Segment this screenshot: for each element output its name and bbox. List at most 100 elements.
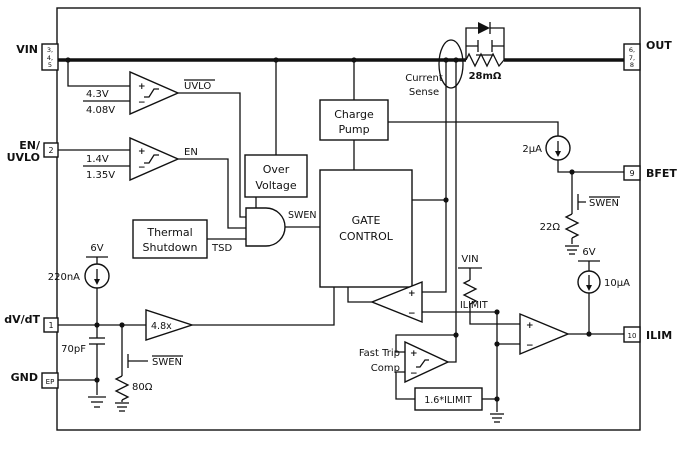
- pin-dvdt-number: 1: [48, 321, 53, 330]
- tsd-signal-label: TSD: [211, 243, 232, 254]
- ground-icon: [115, 402, 129, 412]
- body-diode-icon: [478, 22, 490, 34]
- ground-icon: [88, 396, 106, 408]
- sense-resistor-value: 28mΩ: [469, 71, 502, 82]
- ground-icon: [565, 245, 579, 255]
- en-comparator: + − 1.4V 1.35V EN: [86, 136, 198, 182]
- current-sense-label: Current: [405, 73, 443, 84]
- ref-multiplier-label: 1.6*ILIMIT: [424, 395, 472, 406]
- resistor-icon: [564, 213, 580, 244]
- ref-multiplier-box: [414, 387, 483, 411]
- plus-sign: +: [526, 321, 534, 331]
- minus-sign: −: [138, 98, 146, 108]
- plus-sign: +: [138, 82, 146, 92]
- svg-text:Shutdown: Shutdown: [143, 241, 198, 254]
- svg-text:Pump: Pump: [338, 123, 369, 136]
- pin-out-label: OUT: [646, 39, 672, 52]
- current-sense: Current Sense: [405, 39, 464, 98]
- thermal-shutdown-label: Thermal: [146, 226, 192, 239]
- wires: [58, 52, 624, 412]
- fast-trip-label: Fast Trip: [359, 348, 400, 359]
- hysteresis-icon: [416, 359, 429, 368]
- swen-dvdt-label: SWEN: [152, 357, 182, 368]
- ilimit-net-label: ILIMIT: [460, 300, 488, 311]
- and-gate: SWEN: [245, 207, 317, 247]
- arrow-down-icon: [94, 279, 100, 285]
- svg-text:Sense: Sense: [409, 87, 439, 98]
- plus-sign: +: [138, 147, 146, 157]
- plus-sign: +: [408, 289, 416, 299]
- bfet-branch: 2µA SWEN 22Ω: [522, 135, 620, 255]
- pin-ilim: 10 ILIM: [623, 326, 672, 343]
- charge-pump-label: Charge: [334, 108, 374, 121]
- uvlo-falling-threshold: 4.08V: [86, 105, 115, 116]
- svg-text:7,: 7,: [629, 54, 635, 62]
- pin-vin-label: VIN: [16, 43, 38, 56]
- svg-text:Comp: Comp: [371, 363, 400, 374]
- hysteresis-icon: [144, 154, 159, 164]
- ground-icon: [490, 413, 504, 423]
- capacitor-icon: [89, 337, 105, 345]
- charge-pump-block: Charge Pump: [319, 99, 389, 141]
- svg-text:Voltage: Voltage: [255, 179, 296, 192]
- pin-en-uvlo: 2 EN/ UVLO: [7, 139, 59, 164]
- pin-ilim-number: 10: [628, 332, 637, 340]
- uvlo-rising-threshold: 4.3V: [86, 89, 109, 100]
- thermal-shutdown-block: Thermal Shutdown TSD: [132, 219, 232, 259]
- pin-ilim-label: ILIM: [646, 329, 672, 342]
- arrow-down-icon: [555, 151, 561, 157]
- pin-en-number: 2: [48, 146, 53, 155]
- pin-en-label: EN/: [19, 139, 41, 152]
- gate-control-block: GATE CONTROL: [319, 169, 413, 288]
- pin-dvdt: 1 dV/dT: [4, 313, 59, 333]
- en-rising-threshold: 1.4V: [86, 154, 109, 165]
- sense-tap-a: [422, 60, 447, 293]
- bfet-resistor-value: 22Ω: [540, 222, 561, 233]
- over-voltage-label: Over: [263, 163, 290, 176]
- sense-tap-b: [395, 60, 457, 353]
- ilim-amp: VIN + − 6V 10µA: [458, 247, 630, 356]
- uvlo-signal-label: UVLO: [184, 81, 211, 92]
- svg-text:8: 8: [630, 61, 634, 69]
- pin-bfet-label: BFET: [646, 167, 677, 180]
- dvdt-resistor-value: 80Ω: [132, 382, 153, 393]
- minus-sign: −: [138, 163, 146, 173]
- en-signal-label: EN: [184, 147, 198, 158]
- main-fet: 28mΩ: [465, 22, 505, 82]
- swen-bfet-label: SWEN: [589, 198, 619, 209]
- vin-ref-label: VIN: [461, 254, 478, 265]
- resistor-icon: [114, 375, 130, 401]
- minus-sign: −: [408, 309, 416, 319]
- pin-out: 6, 7, 8 OUT: [623, 39, 672, 71]
- gain-amp: [145, 309, 195, 341]
- supply-6v-label: 6V: [582, 247, 595, 258]
- dvdt-branch: 6V 220nA 70pF SWEN 80Ω 4.8x: [48, 243, 195, 412]
- and-gate-icon: [245, 207, 286, 247]
- gate-control-label: GATE: [352, 214, 381, 227]
- svg-text:CONTROL: CONTROL: [339, 230, 394, 243]
- pin-bfet-number: 9: [629, 169, 634, 178]
- pin-gnd-number: EP: [46, 378, 55, 386]
- pin-gnd: EP GND: [11, 371, 59, 389]
- mosfet-icon: [121, 350, 148, 372]
- sense-resistor-icon: [465, 52, 505, 68]
- pin-gnd-label: GND: [11, 371, 38, 384]
- dvdt-cap-value: 70pF: [61, 344, 86, 355]
- pin-out-numbers: 6,: [629, 46, 635, 54]
- bfet-current-value: 2µA: [522, 144, 542, 155]
- en-falling-threshold: 1.35V: [86, 170, 115, 181]
- uvlo-comparator: + − 4.3V 4.08V UVLO: [86, 70, 215, 116]
- minus-sign: −: [526, 341, 534, 351]
- dvdt-current-value: 220nA: [48, 272, 80, 283]
- ilim-current-value: 10µA: [604, 278, 630, 289]
- mosfet-icon: [466, 40, 504, 56]
- current-limit-comparator: + − ILIMIT: [370, 280, 488, 324]
- current-sense-probe-icon: [438, 39, 464, 89]
- plus-sign: +: [410, 349, 418, 359]
- junction-dots: [65, 57, 592, 402]
- hysteresis-icon: [144, 88, 159, 98]
- swen-signal-label: SWEN: [288, 210, 317, 221]
- pin-bfet: 9 BFET: [623, 165, 677, 181]
- gain-value: 4.8x: [151, 321, 172, 332]
